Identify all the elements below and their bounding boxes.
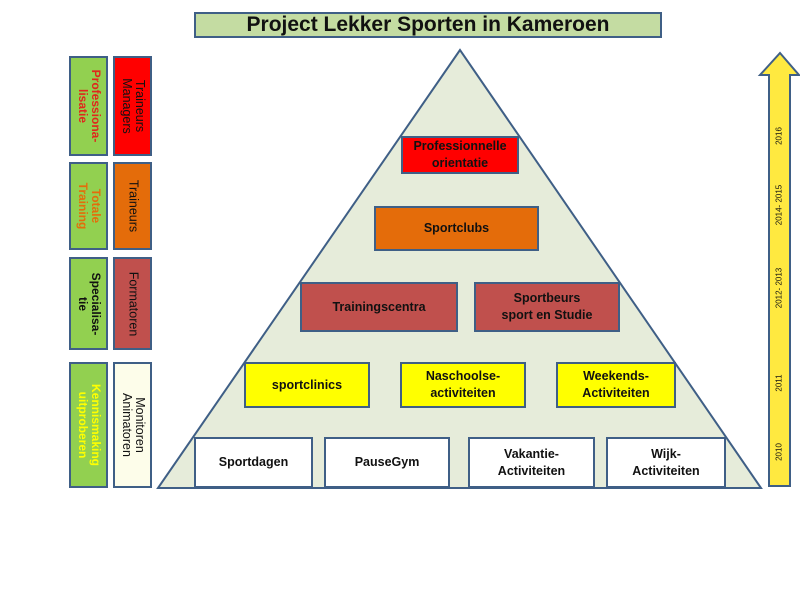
role-label: Formatoren [126, 271, 140, 336]
phase-professionalisatie: Professiona- lisatie [69, 56, 108, 156]
year-label: 2014- 2015 [774, 184, 784, 226]
role-label: Monitoren Animatoren [119, 393, 147, 457]
year-label: 2016 [774, 127, 784, 145]
box-naschoolse-activiteiten: Naschoolse- activiteiten [400, 362, 526, 408]
role-label: Traineurs Managers [119, 78, 147, 134]
phase-label: Kennismaking uitproberen [75, 383, 103, 467]
year-label: 2011 [774, 374, 784, 392]
role-traineurs: Traineurs [113, 162, 152, 250]
timeline-arrow [757, 51, 800, 487]
phase-label: Specialisa- tie [75, 272, 103, 335]
box-sportdagen: Sportdagen [194, 437, 313, 488]
role-formatoren: Formatoren [113, 257, 152, 350]
year-label: 2012- 2013 [774, 267, 784, 309]
diagram-title: Project Lekker Sporten in Kameroen [194, 12, 662, 38]
box-weekends-activiteiten: Weekends- Activiteiten [556, 362, 676, 408]
box-sportclinics: sportclinics [244, 362, 370, 408]
role-label: Traineurs [126, 179, 140, 233]
box-trainingscentra: Trainingscentra [300, 282, 458, 332]
box-wijk-activiteiten: Wijk- Activiteiten [606, 437, 726, 488]
phase-kennismaking: Kennismaking uitproberen [69, 362, 108, 488]
pyramid-triangle [156, 48, 763, 489]
phase-specialisatie: Specialisa- tie [69, 257, 108, 350]
box-sportbeurs: Sportbeurs sport en Studie [474, 282, 620, 332]
phase-label: Totale Training [75, 182, 103, 230]
box-sportclubs: Sportclubs [374, 206, 539, 251]
box-vakantie-activiteiten: Vakantie- Activiteiten [468, 437, 595, 488]
role-traineurs-managers: Traineurs Managers [113, 56, 152, 156]
role-monitoren-animatoren: Monitoren Animatoren [113, 362, 152, 488]
year-label: 2010 [774, 443, 784, 461]
box-professionnelle-orientatie: Professionnelle orientatie [401, 136, 519, 174]
phase-totale-training: Totale Training [69, 162, 108, 250]
box-pausegym: PauseGym [324, 437, 450, 488]
phase-label: Professiona- lisatie [75, 69, 103, 143]
